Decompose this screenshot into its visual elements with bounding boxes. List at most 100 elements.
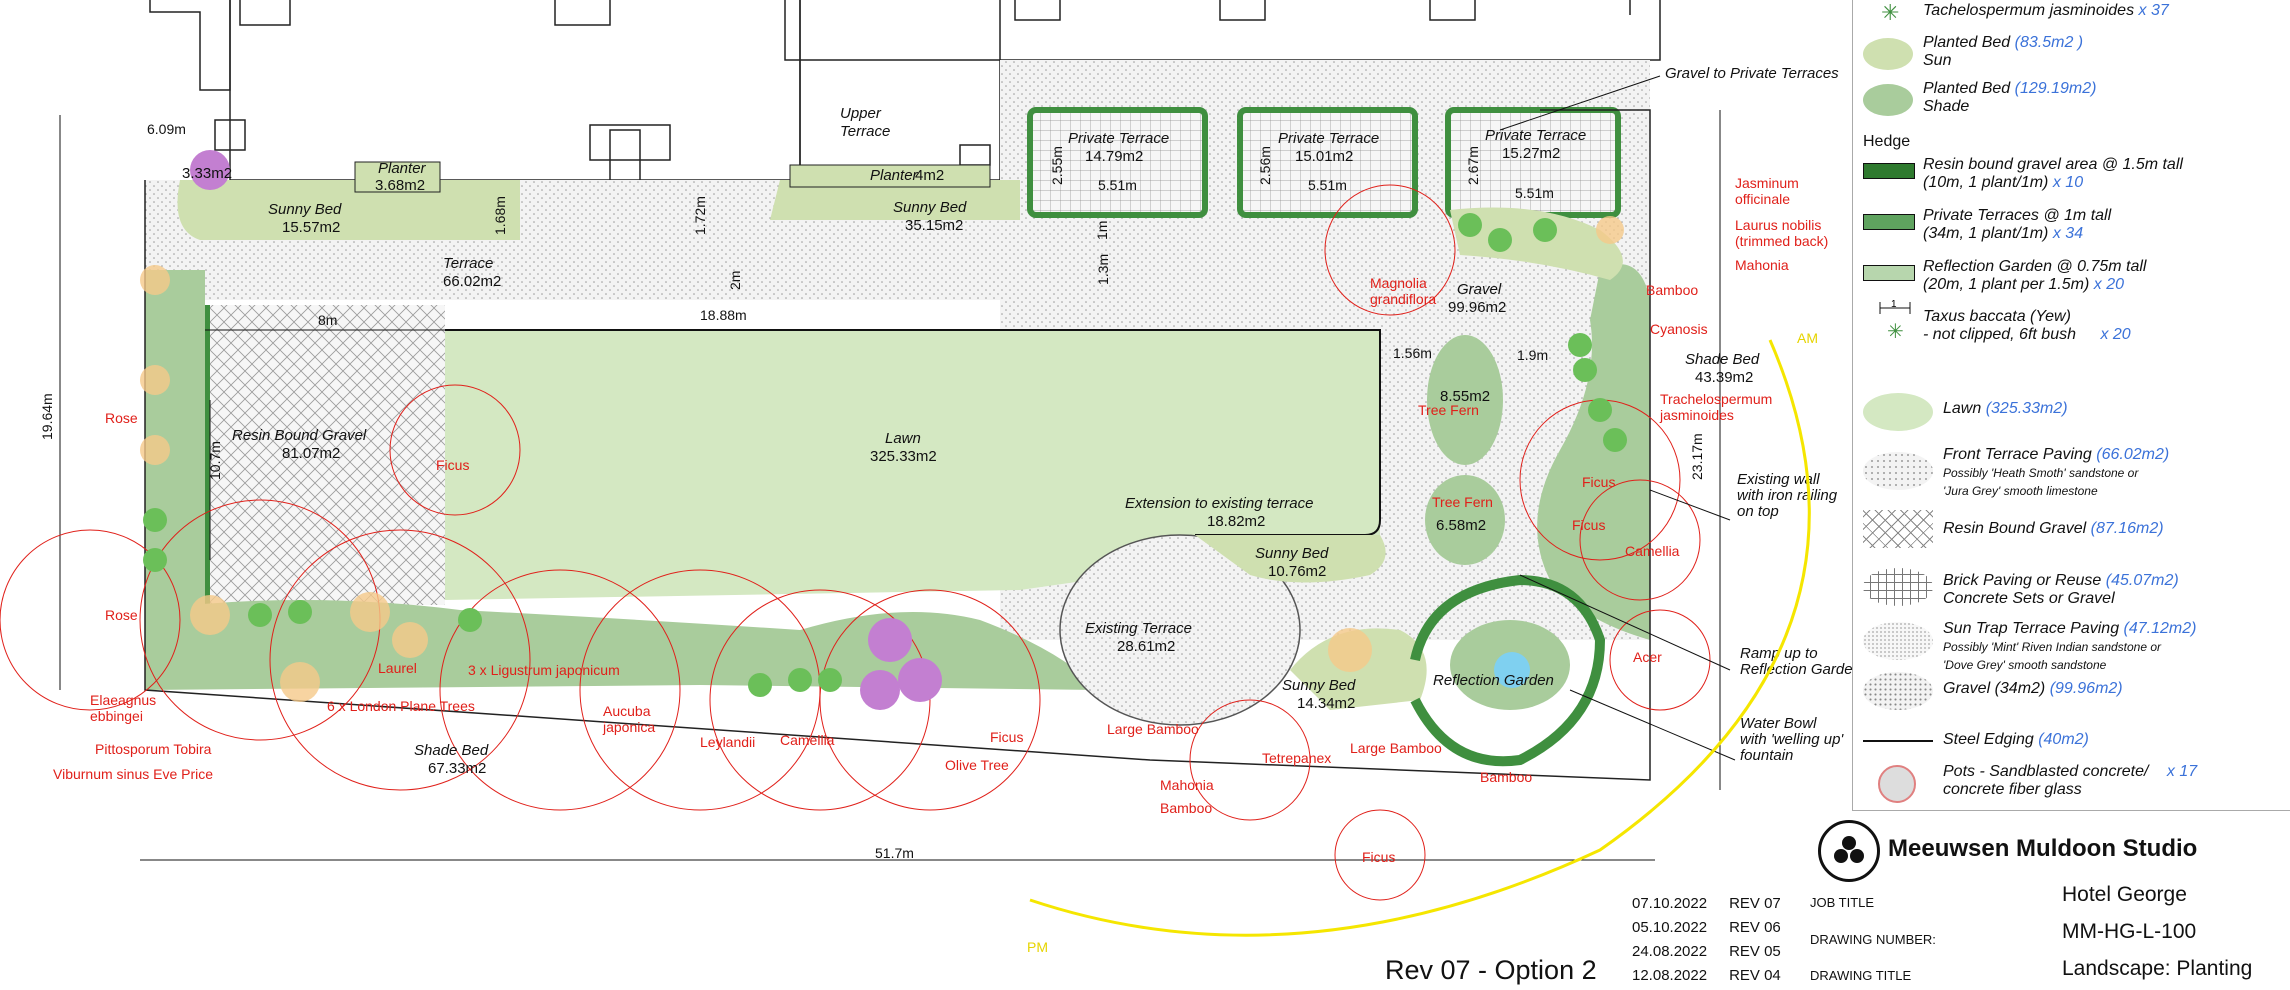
note-am: AM — [1797, 330, 1818, 346]
note-wall-3: on top — [1737, 503, 1779, 520]
bed-855-label: 8.55m2 — [1440, 388, 1490, 405]
dim-517: 51.7m — [875, 845, 914, 861]
bed-upper-east — [1450, 207, 1623, 280]
label-ligustrum: 3 x Ligustrum japonicum — [468, 662, 620, 678]
sunny-bed-1-area: 15.57m2 — [282, 219, 340, 236]
dim-1888: 18.88m — [700, 307, 747, 323]
pt1-area: 14.79m2 — [1085, 148, 1143, 165]
terrace-label: Terrace — [443, 255, 493, 272]
legend-gravel: Gravel (34m2) (99.96m2) — [1943, 680, 2123, 697]
lawn-edge — [445, 329, 1381, 536]
label-magnolia-2: grandiflora — [1370, 291, 1436, 307]
bed-658-label: 6.58m2 — [1436, 517, 1486, 534]
dim-156: 1.56m — [1393, 345, 1432, 361]
shade-bed-1-area: 43.39m2 — [1695, 369, 1753, 386]
studio-logo-icon — [1818, 820, 1880, 882]
drawing-number-label: DRAWING NUMBER: — [1810, 932, 1936, 947]
swatch-pots — [1878, 765, 1916, 803]
label-jasminum-2: officinale — [1735, 191, 1790, 207]
shade-bed-east — [1537, 264, 1650, 640]
sunny-bed-2 — [770, 180, 1020, 220]
dim-609: 6.09m — [147, 121, 186, 137]
dim-13m: 1.3m — [1095, 254, 1111, 285]
shrubs — [140, 150, 1627, 710]
sunny-bed-2-area: 35.15m2 — [905, 217, 963, 234]
label-elaeagnus-1: Elaeagnus — [90, 692, 156, 708]
planter-2-area: 4m2 — [915, 167, 944, 184]
legend-trachelo: Tachelospermum jasminoides x 37 — [1923, 2, 2169, 19]
legend-steel: Steel Edging (40m2) — [1943, 731, 2089, 748]
label-tetrepanex: Tetrepanex — [1262, 750, 1331, 766]
legend-lawn: Lawn (325.33m2) — [1943, 400, 2068, 417]
legend-trachelo-icon: ✳ — [1881, 0, 1900, 25]
resin-area: 81.07m2 — [282, 445, 340, 462]
swatch-private-hedge — [1863, 214, 1915, 230]
sunny-bed-2-label: Sunny Bed — [893, 199, 967, 216]
dim-107: 10.7m — [207, 441, 223, 480]
lawn-label: Lawn — [885, 430, 921, 447]
note-gravel-private: Gravel to Private Terraces — [1665, 65, 1839, 82]
label-olive: Olive Tree — [945, 757, 1009, 773]
resin-label: Resin Bound Gravel — [232, 427, 367, 444]
note-pm: PM — [1027, 939, 1048, 955]
swatch-gravel — [1863, 672, 1933, 710]
label-tree-fern-1: Tree Fern — [1418, 402, 1479, 418]
label-mahonia-2: Mahonia — [1160, 777, 1214, 793]
swatch-front-paving — [1863, 452, 1933, 490]
dim-267: 2.67m — [1465, 146, 1481, 185]
legend-resin-hedge: Resin bound gravel area @ 1.5m tall(10m,… — [1923, 156, 2183, 191]
note-water-1: Water Bowl — [1740, 715, 1817, 732]
terrace-area: 66.02m2 — [443, 273, 501, 290]
label-bamboo-2: Bamboo — [1160, 800, 1212, 816]
swatch-resin-hedge — [1863, 163, 1915, 179]
pt1-label: Private Terrace — [1068, 130, 1169, 147]
label-viburnum: Viburnum sinus Eve Price — [53, 766, 213, 782]
label-ficus-3: Ficus — [1572, 517, 1605, 533]
label-laurus-2: (trimmed back) — [1735, 233, 1828, 249]
gravel-label: Gravel — [1457, 281, 1502, 298]
legend-private-hedge: Private Terraces @ 1m tall(34m, 1 plant/… — [1923, 207, 2112, 242]
label-ficus-1: Ficus — [436, 457, 469, 473]
legend-taxus: Taxus baccata (Yew)- not clipped, 6ft bu… — [1923, 308, 2131, 343]
dim-551a: 5.51m — [1098, 177, 1137, 193]
sunny-bed-3-label: Sunny Bed — [1255, 545, 1329, 562]
legend-planted-sun: Planted Bed (83.5m2 )Sun — [1923, 34, 2084, 69]
label-camellia-2: Camellia — [780, 732, 835, 748]
reflection-label: Reflection Garden — [1433, 672, 1554, 689]
dim-255: 2.55m — [1049, 146, 1065, 185]
legend-panel: Tachelospermum jasminoides x 37 ✳ Plante… — [1852, 0, 2290, 811]
bed-333-label: 3.33m2 — [182, 165, 232, 182]
water-bowl — [1494, 652, 1530, 688]
legend-brick: Brick Paving or Reuse (45.07m2)Concrete … — [1943, 572, 2179, 607]
drawing-number: MM-HG-L-100 — [2062, 920, 2197, 943]
shade-bed-2-label: Shade Bed — [414, 742, 489, 759]
lawn-area: 325.33m2 — [870, 448, 937, 465]
note-ramp-2: Reflection Garden — [1740, 661, 1861, 678]
label-pittosporum: Pittosporum Tobira — [95, 741, 212, 757]
legend-planted-shade: Planted Bed (129.19m2)Shade — [1923, 80, 2097, 115]
sunny-bed-1 — [177, 180, 520, 240]
note-wall-2: with iron railing — [1737, 487, 1838, 504]
swatch-suntrap — [1863, 622, 1933, 660]
label-trachelo-1: Trachelospermum — [1660, 391, 1772, 407]
label-magnolia-1: Magnolia — [1370, 275, 1427, 291]
dim-2317: 23.17m — [1689, 433, 1705, 480]
upper-terrace-label: Upper — [840, 105, 882, 122]
bed-855 — [1427, 335, 1503, 465]
existing-terrace-area: 28.61m2 — [1117, 638, 1175, 655]
gravel-area: 99.96m2 — [1448, 299, 1506, 316]
note-water-3: fountain — [1740, 747, 1793, 764]
legend-suntrap: Sun Trap Terrace Paving (47.12m2) Possib… — [1943, 620, 2197, 672]
label-jasminum-1: Jasminum — [1735, 175, 1799, 191]
planter-1 — [354, 161, 441, 193]
studio-name: Meeuwsen Muldoon Studio — [1888, 835, 2198, 862]
dim-256: 2.56m — [1257, 146, 1273, 185]
planter-2-label: Planter — [870, 167, 919, 184]
sunny-bed-1-label: Sunny Bed — [268, 201, 342, 218]
label-ficus-5: Ficus — [1362, 849, 1395, 865]
existing-terrace — [1059, 534, 1301, 726]
